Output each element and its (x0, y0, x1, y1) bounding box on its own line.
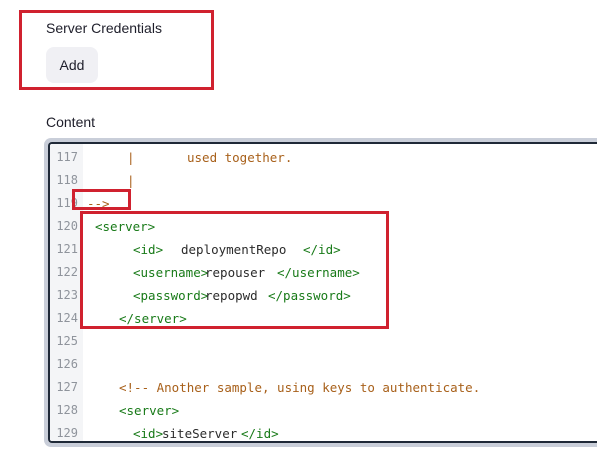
line-number-gutter (50, 144, 83, 441)
code-token-text: deploymentRepo (181, 242, 287, 257)
code-token-tag: </server> (119, 311, 187, 326)
code-line: 129 <id>siteServer</id> (50, 422, 597, 441)
code-token-tag: </id> (241, 426, 279, 441)
code-line: 126 (50, 353, 597, 376)
line-number: 129 (56, 426, 78, 440)
code-line: 119 --> (50, 192, 597, 215)
code-token-tag: </password> (268, 288, 351, 303)
code-token-tag: <server> (119, 403, 180, 418)
line-number: 118 (56, 173, 78, 187)
line-number: 126 (56, 357, 78, 371)
line-number: 125 (56, 334, 78, 348)
code-token-comment: | (127, 173, 135, 188)
code-token-tag: </username> (277, 265, 360, 280)
code-token-text: siteServer (162, 426, 238, 441)
content-label: Content (46, 114, 96, 130)
code-token-tag: <username> (133, 265, 209, 280)
server-credentials-heading: Server Credentials (46, 20, 162, 36)
code-editor[interactable]: 117|used together.118|119-->120<server>1… (48, 142, 597, 443)
line-number: 117 (56, 150, 78, 164)
code-token-comment: --> (87, 196, 110, 211)
line-number: 122 (56, 265, 78, 279)
line-number: 128 (56, 403, 78, 417)
code-line: 123 <password>repopwd </password> (50, 284, 597, 307)
code-line: 122 <username>repouser </username> (50, 261, 597, 284)
code-line: 118 | (50, 169, 597, 192)
line-number: 124 (56, 311, 78, 325)
code-line: 128 <server> (50, 399, 597, 422)
line-number: 119 (56, 196, 78, 210)
add-credential-button[interactable]: Add (46, 47, 98, 83)
code-token-tag: </id> (303, 242, 341, 257)
code-token-comment: | (127, 150, 135, 165)
code-line: 117 | used together. (50, 146, 597, 169)
code-token-comment: used together. (187, 150, 293, 165)
code-token-text: repouser (205, 265, 266, 280)
code-token-tag: <id> (133, 426, 164, 441)
code-line: 127 <!-- Another sample, using keys to au… (50, 376, 597, 399)
code-token-tag: <password> (133, 288, 209, 303)
code-line: 125 (50, 330, 597, 353)
line-number: 121 (56, 242, 78, 256)
code-token-text: repopwd (205, 288, 258, 303)
code-line: 124 </server> (50, 307, 597, 330)
code-line: 120 <server> (50, 215, 597, 238)
code-token-comment: <!-- Another sample, using keys to authe… (119, 380, 481, 395)
code-token-tag: <id> (133, 242, 164, 257)
line-number: 127 (56, 380, 78, 394)
line-number: 123 (56, 288, 78, 302)
code-line: 121 <id> deploymentRepo </id> (50, 238, 597, 261)
line-number: 120 (56, 219, 78, 233)
code-token-tag: <server> (95, 219, 156, 234)
